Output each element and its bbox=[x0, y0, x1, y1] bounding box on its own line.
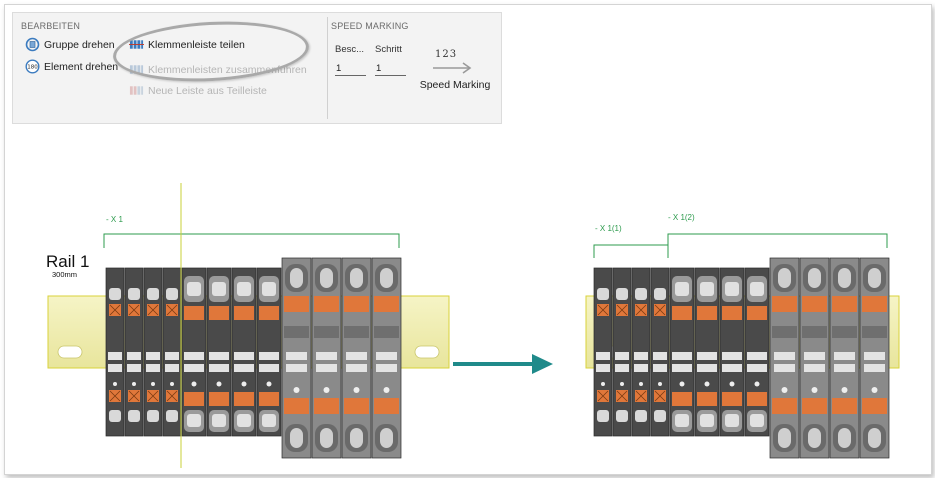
small-terminal bbox=[143, 267, 163, 437]
group-separator bbox=[327, 17, 328, 119]
medium-terminal bbox=[231, 267, 257, 437]
medium-terminal bbox=[256, 267, 282, 437]
klemmenleisten-zusammenfuehren-button[interactable]: Klemmenleisten zusammenführen bbox=[129, 62, 307, 77]
rotate-180-icon: 180 bbox=[25, 59, 40, 74]
group-title-bearbeiten: BEARBEITEN bbox=[21, 21, 81, 31]
medium-terminal bbox=[181, 267, 207, 437]
neue-leiste-label: Neue Leiste aus Teilleiste bbox=[148, 84, 267, 97]
small-terminal bbox=[612, 267, 632, 437]
speed-marking-number: 123 bbox=[435, 49, 458, 60]
speed-marking-label: Speed Marking bbox=[419, 79, 491, 91]
strip-label-after-2: - X 1(2) bbox=[668, 213, 695, 222]
speed-marking-button[interactable]: 123 Speed Marking bbox=[415, 49, 495, 93]
medium-terminal bbox=[206, 267, 232, 437]
klemmenleisten-zusammenfuehren-label: Klemmenleisten zusammenführen bbox=[148, 63, 307, 76]
strip-label-before: - X 1 bbox=[106, 215, 123, 224]
before-terminal-strip bbox=[47, 257, 450, 459]
large-terminal bbox=[371, 257, 402, 459]
merge-terminal-strips-icon bbox=[129, 62, 144, 77]
svg-text:180: 180 bbox=[27, 65, 38, 71]
gruppe-drehen-button[interactable]: Gruppe drehen bbox=[25, 37, 115, 52]
arrow-right-icon bbox=[433, 62, 472, 74]
schritt-input[interactable]: 1 bbox=[375, 62, 406, 76]
small-terminal bbox=[162, 267, 182, 437]
transform-arrow-icon bbox=[453, 354, 553, 374]
small-terminal bbox=[631, 267, 651, 437]
large-terminal bbox=[829, 257, 860, 459]
large-terminal bbox=[281, 257, 312, 459]
rail-length: 300mm bbox=[52, 270, 78, 279]
strip-label-after-1: - X 1(1) bbox=[595, 224, 622, 233]
medium-terminal bbox=[694, 267, 720, 437]
schritt-label: Schritt bbox=[375, 44, 402, 55]
before-brackets bbox=[103, 233, 400, 248]
large-terminal bbox=[859, 257, 890, 459]
small-terminal bbox=[124, 267, 144, 437]
rotate-group-icon bbox=[25, 37, 40, 52]
neue-leiste-button[interactable]: Neue Leiste aus Teilleiste bbox=[129, 83, 267, 98]
after-brackets bbox=[593, 233, 888, 258]
split-terminal-strip-icon bbox=[129, 37, 144, 52]
large-terminal bbox=[769, 257, 800, 459]
rail-slot bbox=[57, 345, 83, 359]
klemmenleiste-teilen-label: Klemmenleiste teilen bbox=[148, 38, 245, 51]
after-terminal-strip bbox=[585, 257, 900, 459]
rail-title: Rail 1 bbox=[46, 252, 90, 271]
gruppe-drehen-label: Gruppe drehen bbox=[44, 38, 115, 51]
rail-slot bbox=[414, 345, 440, 359]
medium-terminal bbox=[669, 267, 695, 437]
ribbon-toolbar: BEARBEITEN Gruppe drehen 180 Element dre… bbox=[12, 12, 502, 124]
large-terminal bbox=[311, 257, 342, 459]
besc-input[interactable]: 1 bbox=[335, 62, 366, 76]
small-terminal bbox=[650, 267, 670, 437]
large-terminal bbox=[341, 257, 372, 459]
element-drehen-label: Element drehen bbox=[44, 60, 119, 73]
klemmenleiste-teilen-button[interactable]: Klemmenleiste teilen bbox=[129, 37, 245, 52]
medium-terminal bbox=[744, 267, 770, 437]
group-title-speed-marking: SPEED MARKING bbox=[331, 21, 409, 31]
large-terminal bbox=[799, 257, 830, 459]
new-strip-icon bbox=[129, 83, 144, 98]
small-terminal bbox=[105, 267, 125, 437]
element-drehen-button[interactable]: 180 Element drehen bbox=[25, 59, 118, 74]
small-terminal bbox=[593, 267, 613, 437]
besc-label: Besc... bbox=[335, 44, 365, 55]
medium-terminal bbox=[719, 267, 745, 437]
